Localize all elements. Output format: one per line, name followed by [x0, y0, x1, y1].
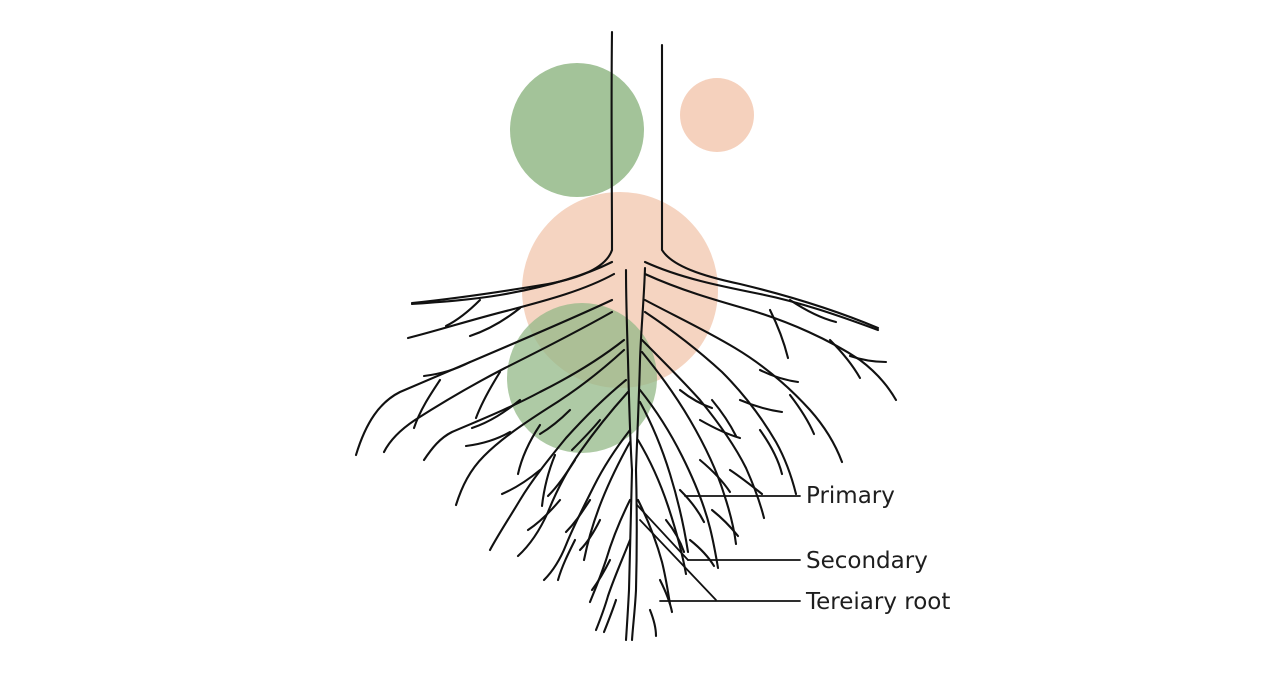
- left-twig-12: [526, 498, 562, 532]
- right-root-1b: [643, 272, 898, 402]
- left-root-4: [488, 378, 628, 552]
- peach-blob-top: [680, 78, 754, 152]
- right-twig-13: [710, 508, 740, 538]
- right-twig-15: [688, 538, 716, 568]
- left-twig-10: [540, 453, 557, 508]
- left-twig-14: [578, 518, 602, 552]
- right-twig-19: [678, 388, 714, 410]
- secondary-leader-diagonal: [636, 504, 689, 561]
- left-twig-7: [464, 430, 512, 448]
- right-twig-11: [728, 468, 764, 496]
- label-tertiary-root: Tereiary root: [805, 589, 950, 615]
- right-twig-12: [698, 458, 732, 494]
- left-root-2b: [382, 310, 614, 454]
- background-blobs: [507, 63, 754, 453]
- primary-root: [624, 468, 638, 642]
- left-twig-15: [556, 538, 577, 582]
- right-twig-16: [664, 518, 686, 554]
- right-tertiary-roots: [648, 298, 888, 638]
- left-root-1b: [406, 272, 616, 340]
- left-twig-11: [546, 458, 577, 498]
- left-twig-5: [474, 370, 502, 420]
- label-secondary: Secondary: [806, 548, 928, 574]
- right-twig-17: [658, 578, 674, 614]
- left-twig-19: [570, 418, 602, 452]
- left-twig-3: [422, 360, 472, 378]
- right-twig-18: [648, 608, 658, 638]
- stem-right-edge: [660, 43, 880, 330]
- right-twig-9: [710, 398, 738, 438]
- right-secondary-roots: [636, 260, 898, 606]
- left-twig-9: [500, 468, 542, 496]
- right-twig-5: [758, 368, 800, 384]
- left-twig-6: [470, 398, 522, 430]
- green-blob-middle: [507, 303, 657, 453]
- left-twig-4: [412, 378, 442, 430]
- right-twig-10: [698, 418, 742, 440]
- label-primary: Primary: [806, 483, 895, 509]
- right-root-2b: [643, 310, 798, 496]
- left-root-1: [410, 260, 614, 306]
- left-twig-1: [444, 298, 482, 328]
- stem-left-edge: [410, 30, 614, 305]
- left-root-3b: [454, 348, 626, 507]
- left-secondary-roots: [354, 260, 632, 632]
- labels: Primary Secondary Tereiary root: [805, 483, 950, 615]
- right-twig-1: [788, 298, 838, 324]
- right-root-4: [638, 388, 720, 570]
- right-root-6: [636, 498, 672, 606]
- left-root-6b: [594, 538, 632, 632]
- left-twig-18: [538, 408, 572, 436]
- left-twig-16: [590, 558, 612, 592]
- right-root-1: [643, 260, 880, 332]
- left-twig-2: [468, 306, 522, 338]
- right-twig-6: [788, 393, 816, 436]
- taproot-left: [624, 468, 634, 642]
- right-root-4b: [638, 400, 690, 554]
- right-twig-2: [768, 308, 790, 360]
- left-root-3: [422, 338, 626, 462]
- right-root-3b: [640, 350, 738, 546]
- right-twig-14: [678, 488, 706, 524]
- left-twig-17: [602, 598, 618, 634]
- right-twig-4: [848, 354, 888, 364]
- right-twig-3: [828, 338, 862, 380]
- green-blob-top: [510, 63, 644, 197]
- stem-inner-right: [634, 266, 647, 472]
- right-twig-8: [758, 428, 784, 476]
- left-root-5b: [582, 440, 632, 562]
- right-root-2: [643, 298, 844, 464]
- label-leaders: [636, 495, 801, 602]
- right-twig-7: [738, 398, 784, 414]
- taproot-right: [630, 468, 638, 642]
- left-root-6: [588, 498, 632, 604]
- left-twig-8: [516, 423, 542, 476]
- left-tertiary-roots: [412, 298, 618, 634]
- tertiary-leader-diagonal: [639, 519, 717, 601]
- left-twig-13: [564, 498, 592, 534]
